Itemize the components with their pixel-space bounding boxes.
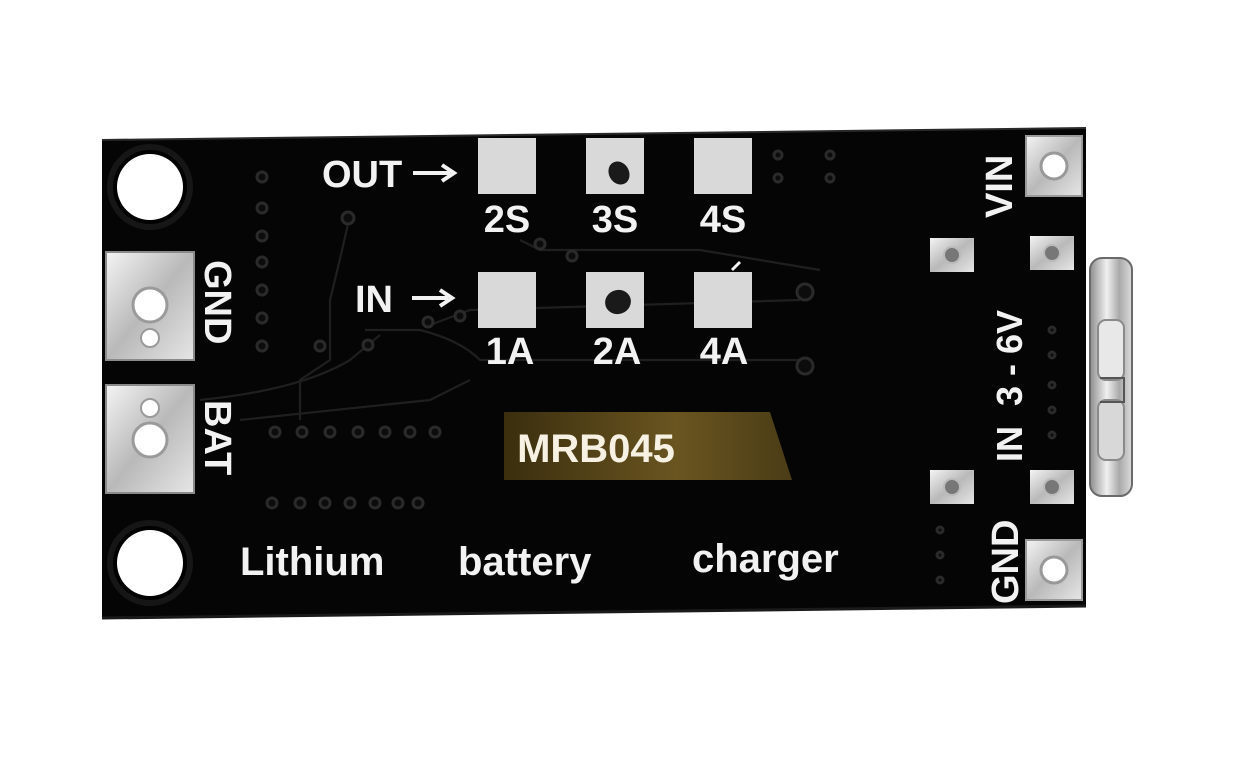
description-word-lithium: Lithium: [240, 540, 384, 584]
label-in: IN: [355, 279, 393, 321]
smd-pad-3: [930, 470, 974, 504]
label-4a: 4A: [700, 331, 749, 373]
label-out: OUT: [322, 154, 402, 196]
jumper-pad-4a: [694, 260, 752, 328]
smd-pad-1: [930, 238, 974, 272]
via-row-middle: [268, 425, 442, 439]
jumper-pad-2s: [478, 138, 536, 194]
label-2a: 2A: [593, 331, 642, 373]
terminal-pad-gnd: [105, 251, 195, 361]
pcb-traces: [199, 214, 821, 422]
jumper-pad-1a: [478, 272, 536, 328]
mounting-hole-top-left: [107, 144, 193, 230]
jumper-pad-2a: [586, 272, 644, 328]
label-gnd-right: GND: [985, 520, 1027, 604]
model-number: MRB045: [517, 427, 675, 471]
via-row-bottom: [265, 496, 425, 510]
mounting-hole-bottom-left: [107, 520, 193, 606]
description-word-battery: battery: [458, 540, 592, 584]
jumper-pad-4s: [694, 138, 752, 194]
via-column-left: [255, 170, 269, 353]
arrow-right-icon: [413, 163, 458, 183]
corner-pad-vin: [1025, 135, 1083, 197]
label-1a: 1A: [486, 331, 535, 373]
smd-pad-2: [1030, 236, 1074, 270]
label-4s: 4S: [700, 199, 746, 241]
label-vin: VIN: [979, 155, 1021, 218]
label-input-voltage: IN 3 - 6V: [989, 310, 1030, 462]
via-scatter: [313, 149, 1057, 585]
jumper-pad-3s: [586, 138, 644, 194]
model-plate: MRB045: [504, 412, 792, 480]
smd-pad-4: [1030, 470, 1074, 504]
usb-c-connector: [1089, 257, 1133, 497]
terminal-pad-bat: [105, 384, 195, 494]
arrow-right-icon: [412, 288, 456, 308]
label-gnd-left: GND: [196, 260, 238, 344]
description-word-charger: charger: [692, 537, 839, 581]
label-2s: 2S: [484, 199, 530, 241]
corner-pad-gnd: [1025, 539, 1083, 601]
label-3s: 3S: [592, 199, 638, 241]
pcb-board: [101, 127, 1087, 620]
label-bat-left: BAT: [196, 400, 238, 475]
